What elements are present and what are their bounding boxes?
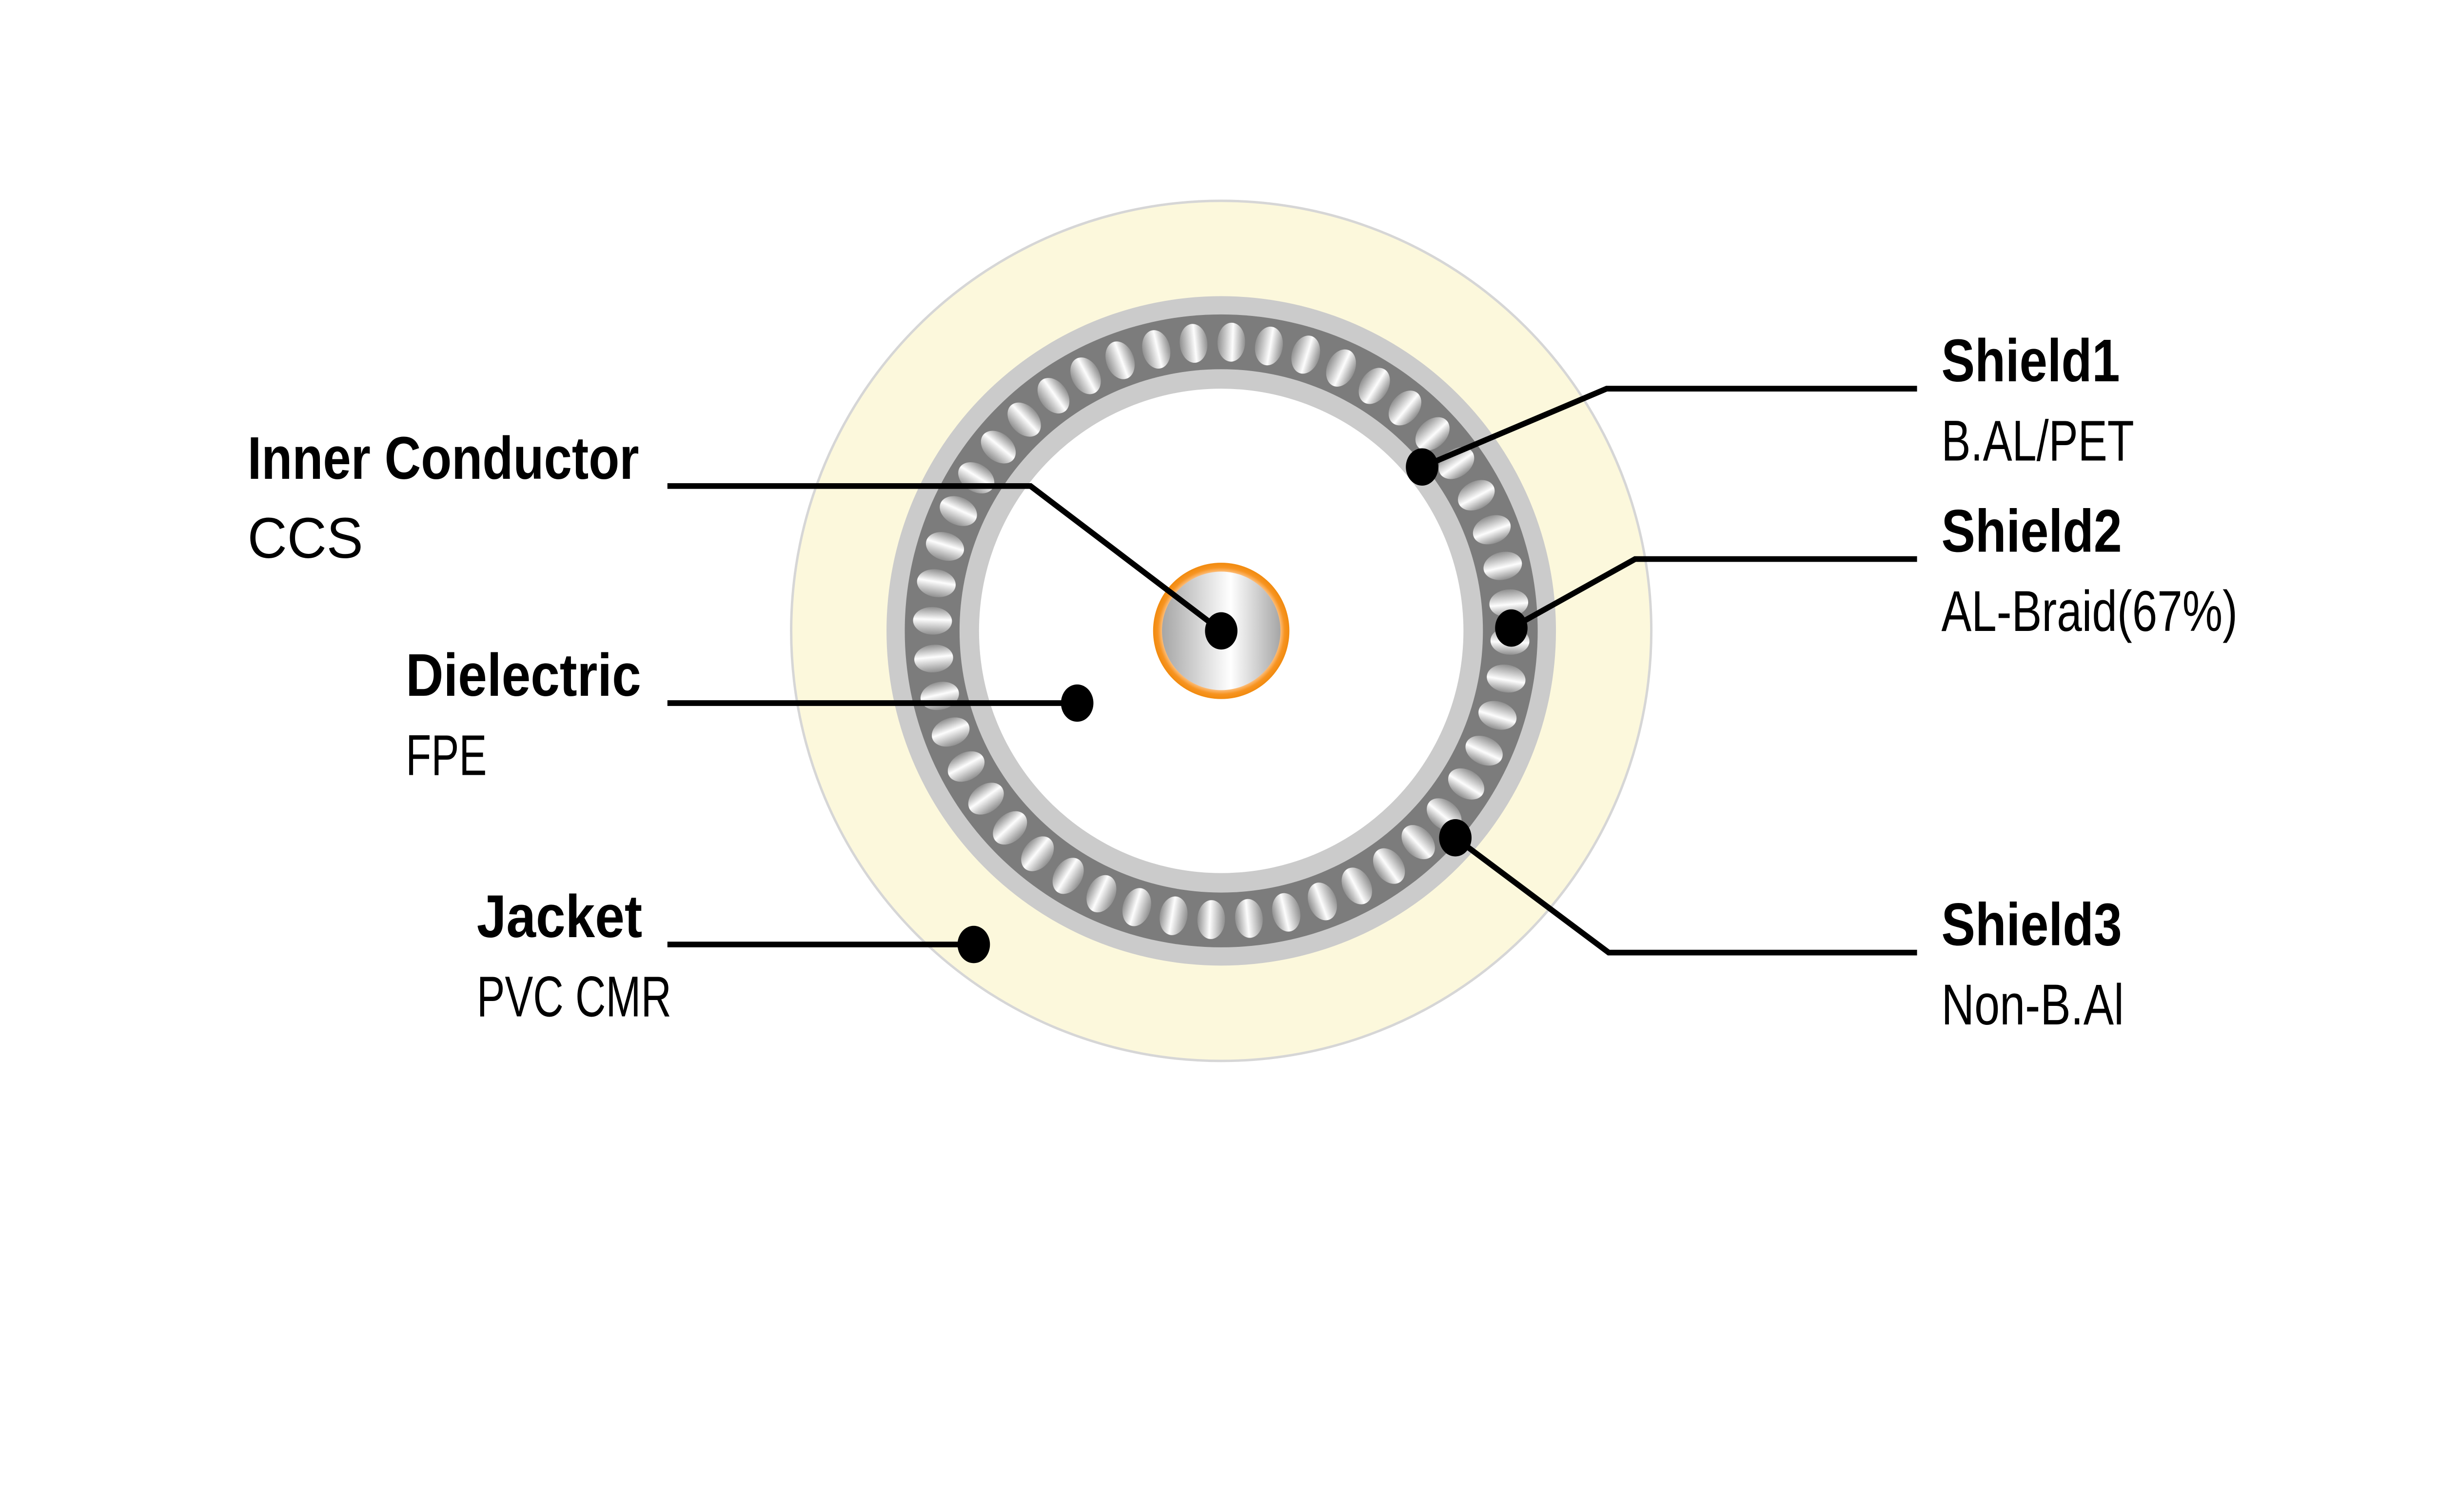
braid-wire (1272, 893, 1300, 932)
braid-wire (1070, 357, 1101, 394)
braid-wire (913, 607, 952, 635)
braid-wire (1217, 322, 1245, 362)
braid-wire (940, 496, 977, 526)
braid-wire (947, 751, 985, 782)
callout-inner-conductor-label: Inner Conductor (248, 425, 639, 492)
braid-wire (993, 811, 1027, 845)
braid-wire (1448, 768, 1485, 800)
braid-wire (1142, 330, 1171, 369)
callout-dot-jacket (957, 925, 990, 963)
braid-wire (1197, 900, 1225, 939)
callout-dielectric-label: Dielectric (406, 642, 641, 709)
braid-wire (968, 783, 1004, 815)
braid-wire (1021, 836, 1054, 871)
braid-wire (1122, 888, 1151, 926)
leader-line-shield3 (1454, 835, 1917, 956)
braid-wire (1180, 324, 1208, 363)
callout-jacket-sublabel: PVC CMR (477, 964, 671, 1029)
braid-wire (1487, 664, 1526, 693)
braid-wire (1105, 341, 1135, 379)
callout-dot-shield2 (1495, 609, 1528, 647)
braid-wire (1415, 417, 1450, 451)
callout-dot-dielectric (1061, 684, 1094, 722)
braid-wire (1007, 402, 1041, 437)
callout-dot-shield1 (1406, 448, 1438, 486)
braid-wire (1358, 368, 1390, 404)
braid-wire (1489, 589, 1529, 617)
callout-shield1-sublabel: B.AL/PET (1942, 409, 2134, 473)
braid-wire (1373, 848, 1405, 884)
callout-shield2-label: Shield2 (1942, 498, 2122, 565)
callout-shield1-label: Shield1 (1942, 328, 2120, 394)
braid-wire (1235, 899, 1263, 938)
braid-wire (1341, 867, 1372, 904)
leader-line-inner-conductor (667, 483, 1223, 633)
braid-wire (1037, 378, 1070, 413)
braid-wire (1291, 335, 1320, 374)
leader-line-shield2 (1510, 556, 1917, 631)
callout-dot-inner-conductor (1205, 612, 1238, 650)
callout-shield2-sublabel: AL-Braid(67%) (1942, 579, 2238, 644)
callout-dots (957, 448, 1528, 963)
braid-wire (1465, 735, 1503, 766)
braid-wire (1086, 875, 1117, 913)
callout-shield3-sublabel: Non-B.Al (1942, 973, 2124, 1037)
callout-inner-conductor-sublabel: CCS (248, 506, 363, 570)
braid-wire (925, 532, 964, 561)
braid-wire (1052, 858, 1084, 894)
callout-dielectric-sublabel: FPE (406, 723, 487, 787)
braid-wire (1458, 480, 1495, 511)
braid-wire (1478, 701, 1517, 730)
braid-wire (1388, 391, 1421, 426)
braid-wire (1326, 349, 1356, 387)
braid-wire (1483, 551, 1522, 580)
braid-wire (931, 717, 970, 747)
leader-line-shield1 (1421, 386, 1917, 470)
callout-shield3-label: Shield3 (1942, 892, 2122, 959)
braid-wire (1308, 883, 1337, 921)
braid-wire (1160, 896, 1188, 935)
braid-wire (1255, 326, 1283, 366)
braid-wire (981, 431, 1016, 464)
layer-braid-wires (913, 322, 1530, 939)
callout-leaders (667, 386, 1917, 956)
braid-wire (917, 569, 956, 597)
callout-dot-shield3 (1439, 819, 1472, 857)
braid-wire (1473, 515, 1511, 545)
callout-jacket-label: Jacket (477, 884, 642, 950)
braid-wire (914, 645, 953, 673)
braid-wire (1401, 825, 1435, 860)
